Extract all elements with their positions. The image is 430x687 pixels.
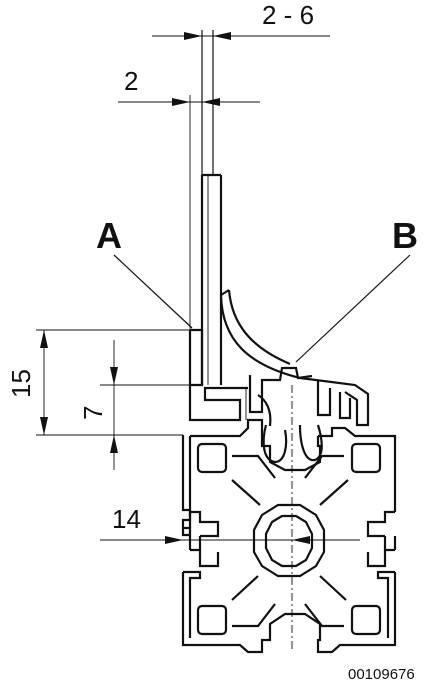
dim-height-partial-label: 7 [78,406,108,420]
dim-height-total: 15 [6,329,190,436]
dim-profile-offset: 14 [100,504,360,544]
panel-plate [200,30,223,385]
dim-profile-offset-label: 14 [112,504,141,534]
dim-height-partial: 7 [78,340,202,470]
callout-b: B [295,215,418,363]
dim-top-width: 2 - 6 [152,0,330,40]
dim-plate-thickness: 2 [118,66,260,330]
dim-height-total-label: 15 [6,369,36,398]
dim-plate-thickness-label: 2 [124,66,138,96]
callout-a-label: A [96,215,122,256]
aluminium-profile [181,418,397,654]
callout-a: A [96,215,193,329]
profile-a [188,328,248,422]
drawing-id: 00109676 [348,666,415,683]
callout-b-label: B [392,215,418,256]
seal-profile-b [219,289,370,427]
dim-top-width-label: 2 - 6 [262,0,314,30]
slot-nut [262,385,323,650]
